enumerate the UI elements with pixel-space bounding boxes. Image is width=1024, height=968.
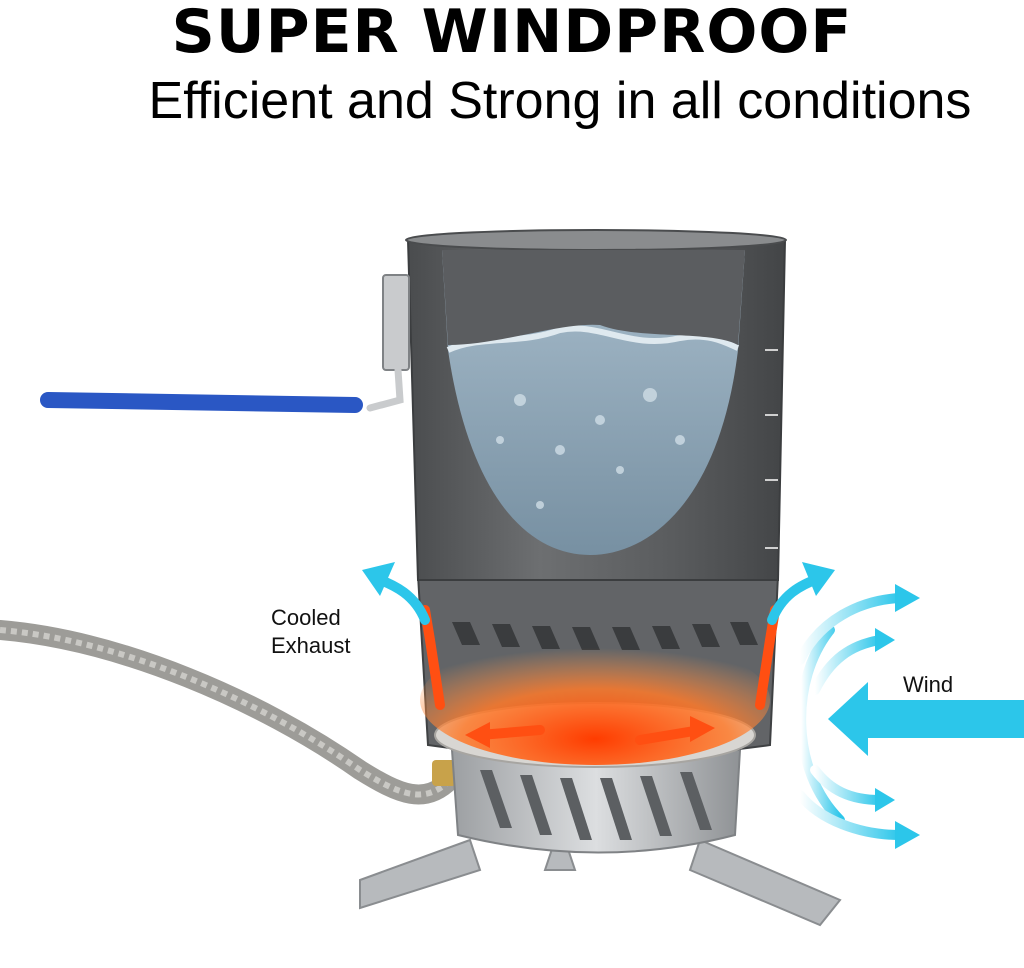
wind-deflection-arrows: [795, 593, 905, 840]
pot-rim: [405, 229, 787, 251]
gas-hose: [0, 620, 460, 805]
cooled-exhaust-label: Cooled Exhaust: [271, 604, 351, 659]
handle-grip: [40, 392, 363, 413]
subheadline: Efficient and Strong in all conditions: [148, 72, 972, 130]
wind-label: Wind: [903, 672, 954, 697]
cooled-exhaust-line2: Exhaust: [271, 632, 351, 658]
cooled-exhaust-line1: Cooled: [271, 605, 341, 630]
headline: SUPER WINDPROOF: [171, 0, 853, 67]
flame-glow: [420, 635, 770, 765]
wind-arrow-main: [828, 682, 1024, 756]
handle-hinge: [382, 274, 410, 371]
